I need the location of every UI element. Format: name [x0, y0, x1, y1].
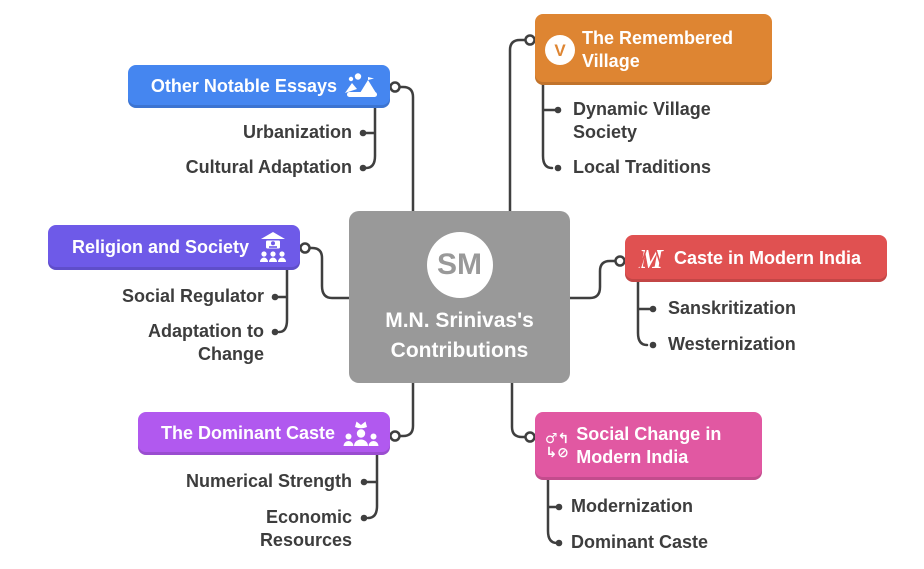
child-cultural-adaptation[interactable]: Cultural Adaptation [185, 157, 352, 177]
stems-caste-in-modern-india [636, 280, 652, 347]
child-adaptation-to-change[interactable]: Adaptation to Change [148, 321, 264, 364]
child-economic-resources[interactable]: Economic Resources [259, 507, 352, 550]
badge-text: SM [437, 248, 482, 281]
institution-people-icon [256, 231, 290, 264]
child-dynamic-village-society[interactable]: Dynamic Village Society [573, 99, 711, 142]
landscape-icon [344, 72, 380, 101]
link-other-notable-essays [397, 85, 415, 213]
branch-caste-in-modern-india[interactable]: M Caste in Modern India [625, 235, 887, 282]
branch-remembered-village[interactable]: V The Remembered Village [535, 14, 772, 85]
stems-other-notable-essays [364, 106, 377, 170]
link-religion-and-society [307, 246, 351, 300]
branch-label: Religion and Society [71, 237, 249, 257]
branch-the-dominant-caste[interactable]: The Dominant Caste [138, 412, 390, 455]
gender-arrows-row2: ↳⊘ [545, 445, 569, 461]
stems-remembered-village [541, 83, 557, 170]
link-social-change [510, 381, 528, 439]
child-numerical-strength[interactable]: Numerical Strength [185, 471, 352, 491]
svg-text:V: V [554, 41, 566, 60]
svg-text:M: M [638, 244, 664, 274]
child-sanskritization[interactable]: Sanskritization [668, 298, 797, 318]
branch-label: Social Change in Modern India [576, 424, 722, 467]
branch-links [276, 38, 652, 545]
v-badge-icon: V [545, 34, 575, 65]
link-dominant-caste [397, 381, 415, 438]
branch-label: The Dominant Caste [160, 423, 335, 443]
users-crown-icon [342, 419, 380, 449]
child-westernization[interactable]: Westernization [668, 334, 796, 354]
child-dots [271, 106, 657, 547]
stems-dominant-caste [365, 453, 379, 520]
gender-arrows-row1: ♂↰ [545, 431, 570, 447]
child-local-traditions[interactable]: Local Traditions [573, 157, 712, 177]
branch-social-change[interactable]: ♂↰ ↳⊘ Social Change in Modern India [535, 412, 762, 480]
gender-arrows-icon: ♂↰ ↳⊘ [545, 432, 569, 460]
branch-label: Caste in Modern India [674, 248, 862, 268]
child-dominant-caste[interactable]: Dominant Caste [571, 532, 709, 552]
child-social-regulator[interactable]: Social Regulator [121, 286, 264, 306]
center-node[interactable]: SM M.N. Srinivas's Contributions [349, 211, 570, 383]
stems-religion-and-society [276, 268, 289, 334]
branch-anchor-rings [299, 34, 626, 443]
child-modernization[interactable]: Modernization [571, 496, 693, 516]
stems-social-change [546, 478, 559, 545]
branch-label: The Remembered Village [582, 27, 734, 71]
sm-badge-icon: SM [426, 232, 493, 298]
branch-label: Other Notable Essays [150, 76, 337, 96]
m-monogram-icon: M [635, 244, 667, 274]
center-title: M.N. Srinivas's Contributions [385, 309, 534, 362]
link-caste-in-modern-india [568, 259, 618, 300]
branch-other-notable-essays[interactable]: Other Notable Essays [128, 65, 390, 108]
branch-religion-and-society[interactable]: Religion and Society [48, 225, 300, 270]
child-urbanization[interactable]: Urbanization [242, 122, 352, 142]
link-remembered-village [508, 38, 528, 213]
